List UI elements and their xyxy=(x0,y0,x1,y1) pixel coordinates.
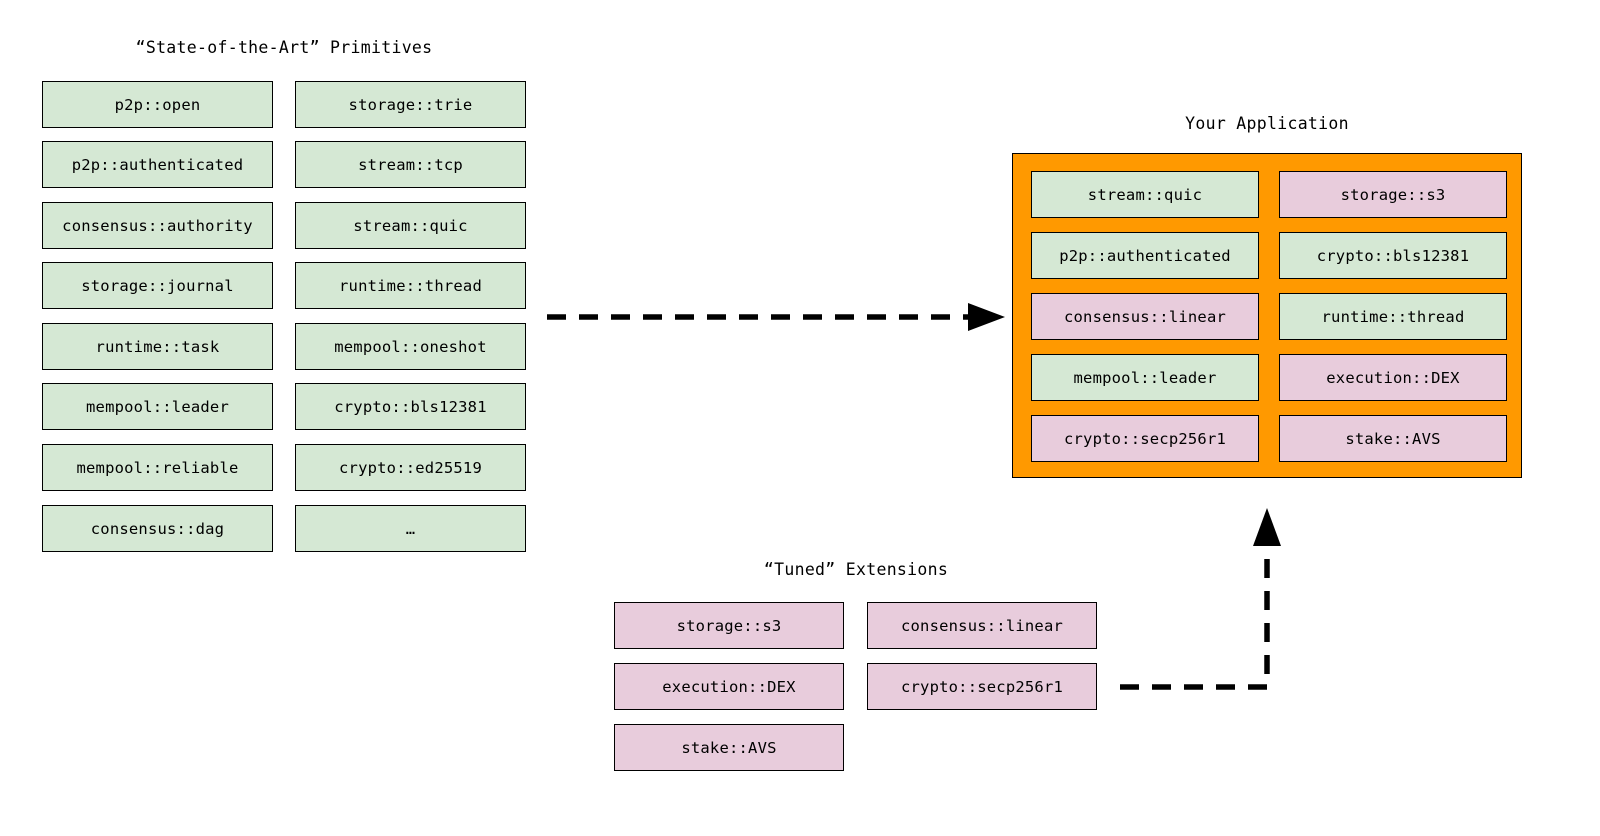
primitive-node[interactable]: consensus::authority xyxy=(42,202,273,249)
primitive-node[interactable]: p2p::open xyxy=(42,81,273,128)
primitive-node[interactable]: stream::tcp xyxy=(295,141,526,188)
application-node[interactable]: mempool::leader xyxy=(1031,354,1259,401)
application-node[interactable]: execution::DEX xyxy=(1279,354,1507,401)
extension-node[interactable]: crypto::secp256r1 xyxy=(867,663,1097,710)
application-node[interactable]: storage::s3 xyxy=(1279,171,1507,218)
application-node[interactable]: stake::AVS xyxy=(1279,415,1507,462)
primitive-node[interactable]: runtime::task xyxy=(42,323,273,370)
application-node[interactable]: crypto::bls12381 xyxy=(1279,232,1507,279)
application-node[interactable]: runtime::thread xyxy=(1279,293,1507,340)
application-node[interactable]: consensus::linear xyxy=(1031,293,1259,340)
primitive-node[interactable]: mempool::oneshot xyxy=(295,323,526,370)
primitive-node[interactable]: mempool::leader xyxy=(42,383,273,430)
primitive-node[interactable]: … xyxy=(295,505,526,552)
extension-node[interactable]: stake::AVS xyxy=(614,724,844,771)
primitives-section-title: “State-of-the-Art” Primitives xyxy=(135,38,433,57)
primitive-node[interactable]: stream::quic xyxy=(295,202,526,249)
primitive-node[interactable]: storage::trie xyxy=(295,81,526,128)
application-node[interactable]: crypto::secp256r1 xyxy=(1031,415,1259,462)
application-node[interactable]: p2p::authenticated xyxy=(1031,232,1259,279)
arrowhead-right xyxy=(968,303,1005,331)
primitive-node[interactable]: consensus::dag xyxy=(42,505,273,552)
extension-node[interactable]: storage::s3 xyxy=(614,602,844,649)
arrow-shaft-elbow xyxy=(1120,536,1270,690)
application-section-title: Your Application xyxy=(1185,114,1349,133)
extension-node[interactable]: consensus::linear xyxy=(867,602,1097,649)
extensions-section-title: “Tuned” Extensions xyxy=(763,560,949,579)
primitive-node[interactable]: crypto::ed25519 xyxy=(295,444,526,491)
primitive-node[interactable]: storage::journal xyxy=(42,262,273,309)
primitive-node[interactable]: runtime::thread xyxy=(295,262,526,309)
primitive-node[interactable]: p2p::authenticated xyxy=(42,141,273,188)
primitive-node[interactable]: crypto::bls12381 xyxy=(295,383,526,430)
arrowhead-up xyxy=(1253,508,1281,546)
primitive-node[interactable]: mempool::reliable xyxy=(42,444,273,491)
application-node[interactable]: stream::quic xyxy=(1031,171,1259,218)
extension-node[interactable]: execution::DEX xyxy=(614,663,844,710)
